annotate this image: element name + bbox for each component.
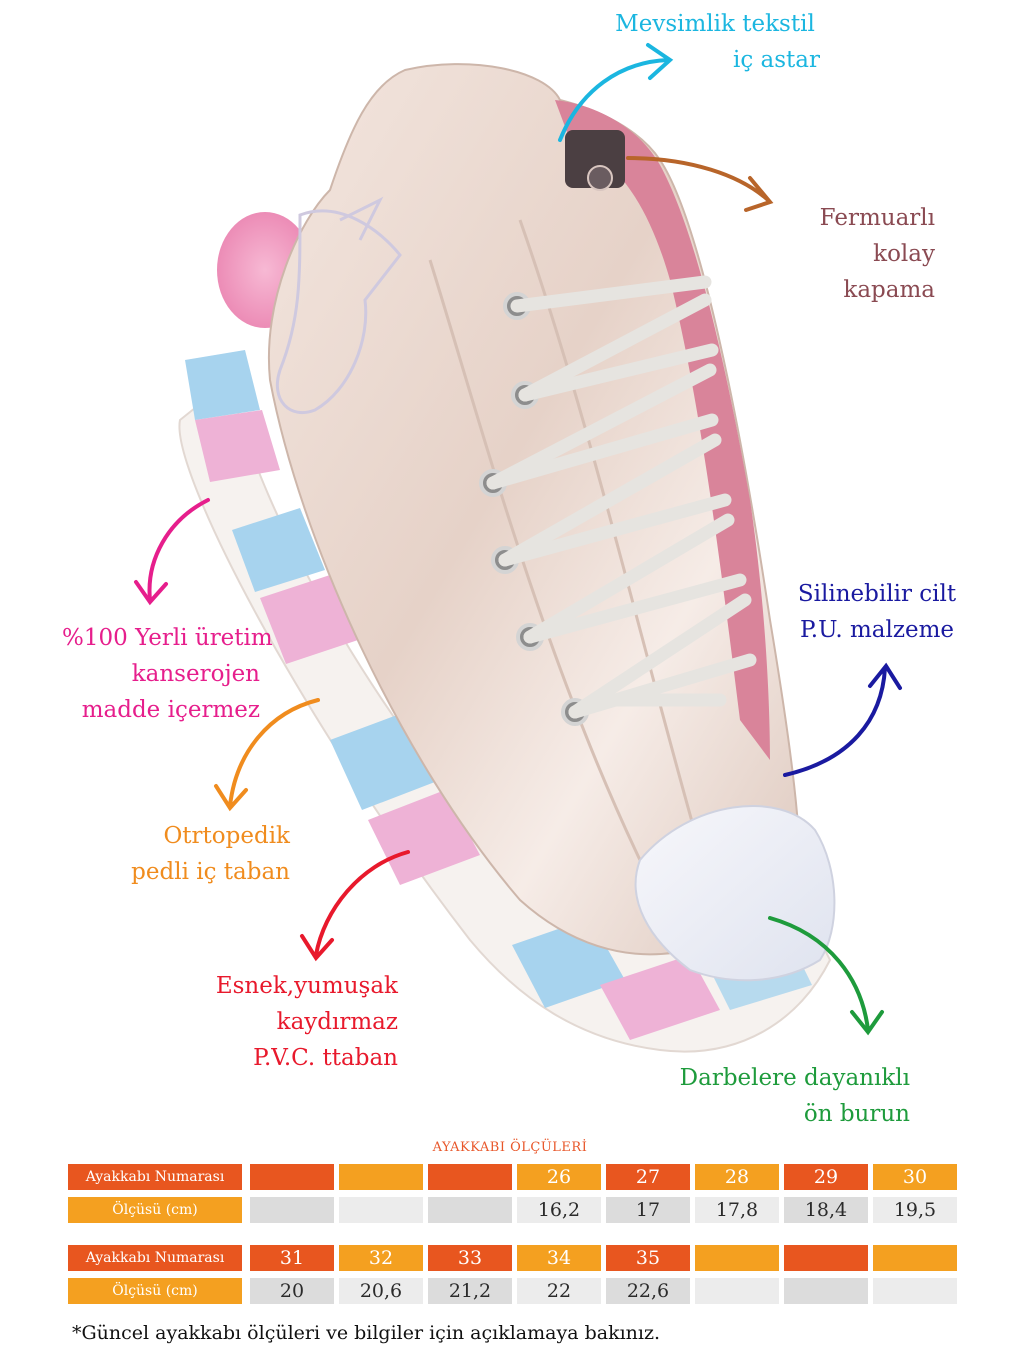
callout-material-line-1: Silinebilir cilt — [797, 581, 957, 607]
sneaker-illustration — [134, 43, 902, 1053]
number-cell: 29 — [784, 1164, 868, 1190]
callout-outsole-line-3: P.V.C. ttaban — [253, 1045, 398, 1071]
arrow-icon-material — [783, 662, 902, 777]
size-cell: 17 — [606, 1197, 690, 1223]
callout-insole-line-2: pedli iç taban — [131, 859, 290, 885]
number-row-label: Ayakkabı Numarası — [68, 1164, 242, 1190]
callout-outsole-line-1: Esnek,yumuşak — [215, 973, 398, 999]
number-cell — [250, 1164, 334, 1190]
arrow-icon-outsole — [300, 850, 410, 962]
arrow-icon-zipper — [626, 156, 774, 212]
size-cell — [695, 1278, 779, 1304]
number-cell: 27 — [606, 1164, 690, 1190]
size-cell — [428, 1197, 512, 1223]
number-cell: 30 — [873, 1164, 957, 1190]
size-cell — [339, 1197, 423, 1223]
zipper — [565, 130, 625, 191]
size-cell: 22 — [517, 1278, 601, 1304]
number-cell: 35 — [606, 1245, 690, 1271]
callout-toe: Darbelere dayanıklı ön burun — [660, 1060, 910, 1132]
callout-domestic-line-3: madde içermez — [81, 697, 260, 723]
callout-domestic-line-2: kanserojen — [131, 661, 260, 687]
inner-lining — [555, 100, 770, 760]
callout-zipper-line-2: kolay — [873, 241, 935, 267]
arrow-icon-toe — [768, 916, 884, 1036]
number-row-label: Ayakkabı Numarası — [68, 1245, 242, 1271]
callout-insole: Otrtopedik pedli iç taban — [120, 818, 290, 890]
callout-lining-line-1: Mevsimlik tekstil — [615, 11, 815, 37]
size-cell: 21,2 — [428, 1278, 512, 1304]
size-cell — [250, 1197, 334, 1223]
size-cell: 19,5 — [873, 1197, 957, 1223]
size-cell: 18,4 — [784, 1197, 868, 1223]
arrow-icon-domestic — [134, 498, 210, 606]
size-cell: 20,6 — [339, 1278, 423, 1304]
callout-domestic-line-1: %100 Yerli üretim — [62, 625, 273, 651]
callout-lining: Mevsimlik tekstil iç astar — [610, 6, 820, 78]
number-cell: 34 — [517, 1245, 601, 1271]
callout-lining-line-2: iç astar — [732, 47, 820, 73]
callout-zipper-line-3: kapama — [843, 277, 935, 303]
number-cell: 31 — [250, 1245, 334, 1271]
callout-material-line-2: P.U. malzeme — [799, 617, 955, 643]
size-cell: 20 — [250, 1278, 334, 1304]
callout-insole-line-1: Otrtopedik — [163, 823, 290, 849]
callout-zipper-line-1: Fermuarlı — [819, 205, 935, 231]
number-cell — [695, 1245, 779, 1271]
number-cell: 33 — [428, 1245, 512, 1271]
number-cell: 28 — [695, 1164, 779, 1190]
arrow-icon-insole — [214, 698, 320, 812]
size-cell — [873, 1278, 957, 1304]
callout-domestic: %100 Yerli üretim kanserojen madde içerm… — [62, 620, 273, 728]
size-row-label: Ölçüsü (cm) — [68, 1197, 242, 1223]
size-cell: 16,2 — [517, 1197, 601, 1223]
size-chart-note: *Güncel ayakkabı ölçüleri ve bilgiler iç… — [72, 1322, 661, 1344]
unicorn-stitch-icon — [275, 196, 402, 415]
callout-outsole: Esnek,yumuşak kaydırmaz P.V.C. ttaban — [200, 968, 398, 1076]
callout-material: Silinebilir cilt P.U. malzeme — [792, 576, 962, 648]
number-cell: 26 — [517, 1164, 601, 1190]
toe-cap — [634, 805, 836, 982]
callout-outsole-line-2: kaydırmaz — [276, 1009, 398, 1035]
size-cell — [784, 1278, 868, 1304]
callout-zipper: Fermuarlı kolay kapama — [780, 200, 935, 308]
callout-toe-line-1: Darbelere dayanıklı — [679, 1065, 910, 1091]
size-row-label: Ölçüsü (cm) — [68, 1278, 242, 1304]
size-cell: 17,8 — [695, 1197, 779, 1223]
shoelaces — [486, 275, 757, 719]
number-cell — [428, 1164, 512, 1190]
size-cell: 22,6 — [606, 1278, 690, 1304]
callout-toe-line-2: ön burun — [803, 1101, 910, 1127]
number-cell — [873, 1245, 957, 1271]
number-cell — [339, 1164, 423, 1190]
number-cell — [784, 1245, 868, 1271]
size-chart-title: AYAKKABI ÖLÇÜLERİ — [432, 1140, 588, 1155]
arrow-icon-lining — [558, 43, 674, 142]
number-cell: 32 — [339, 1245, 423, 1271]
